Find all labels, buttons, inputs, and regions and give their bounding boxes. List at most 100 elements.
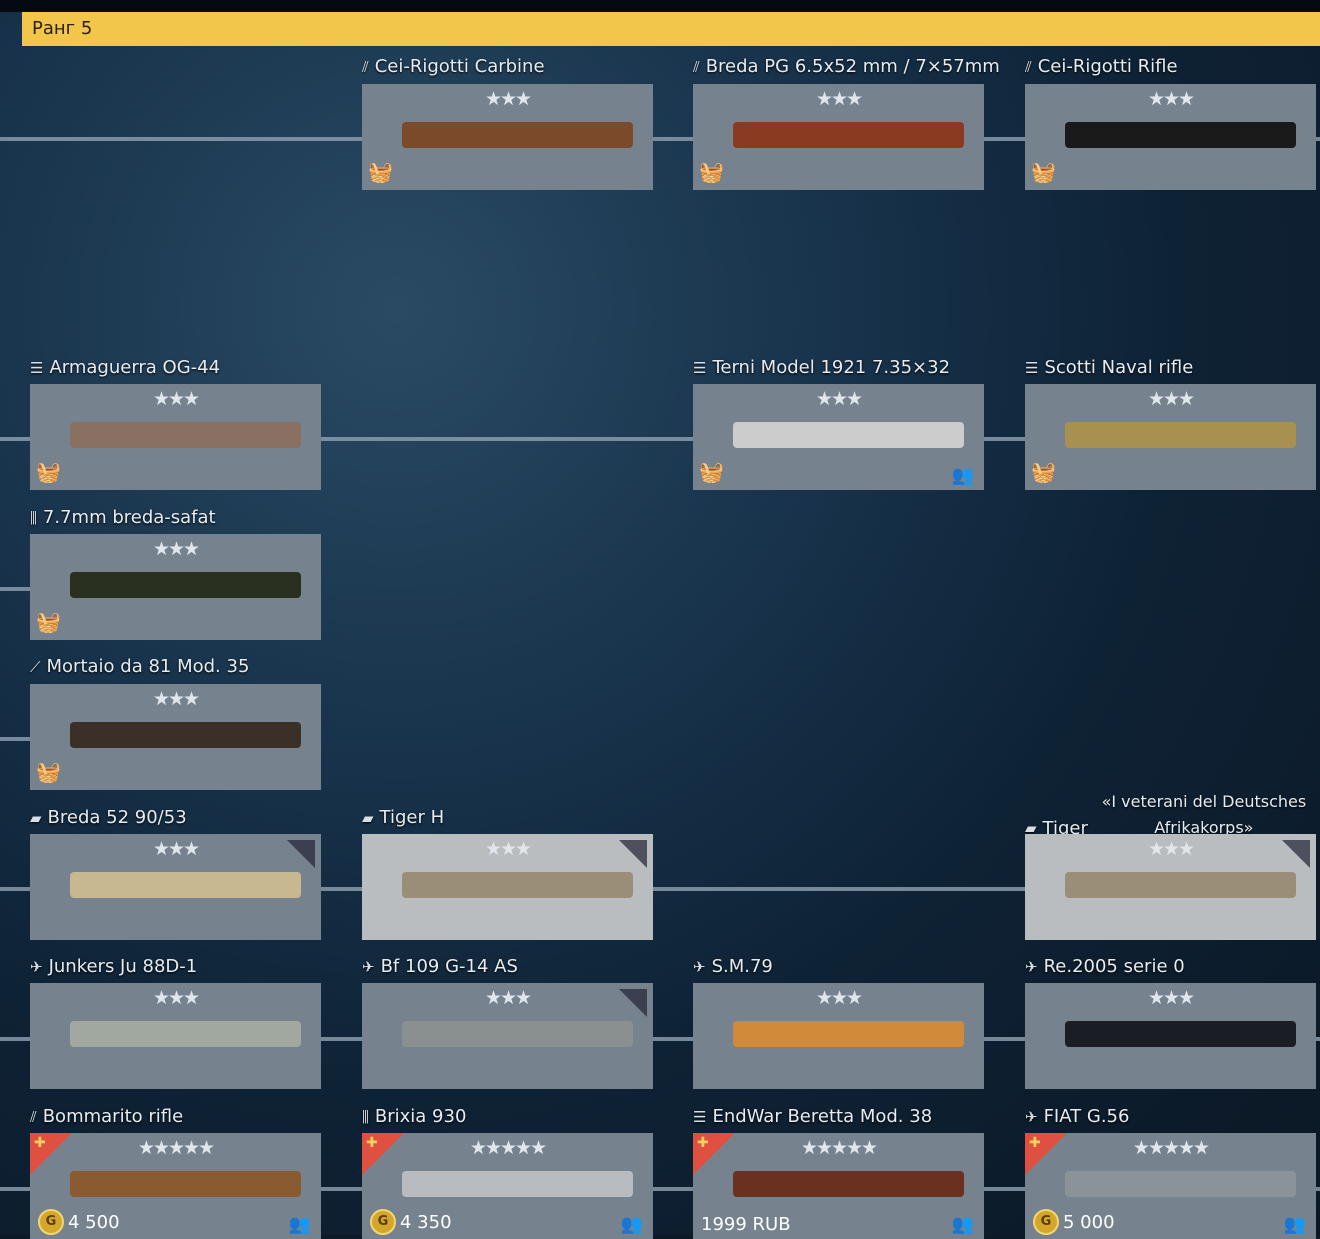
tier-stars: ★★★★★ <box>1132 1137 1210 1159</box>
item-label: ⫽Cei-Rigotti Rifle <box>1025 56 1178 77</box>
item-card[interactable]: ★★★ <box>30 983 321 1089</box>
basket-icon[interactable]: 🧺 <box>1031 460 1056 484</box>
item-name: Re.2005 serie 0 <box>1043 956 1185 977</box>
price-value: 5 000 <box>1063 1211 1115 1233</box>
item-card[interactable]: ★★★🧺 <box>362 84 653 190</box>
item-label: ⫼ Brixia 930 <box>362 1106 466 1127</box>
tier-stars: ★★★ <box>152 538 200 560</box>
item-label: ▰Breda 52 90/53 <box>30 807 187 828</box>
basket-icon[interactable]: 🧺 <box>1031 160 1056 184</box>
plane-icon: ✈ <box>693 957 706 976</box>
corner-triangle-icon <box>619 840 647 868</box>
basket-icon[interactable]: 🧺 <box>699 160 724 184</box>
item-image <box>733 122 964 148</box>
item-card[interactable]: ★★★ 🧺 <box>693 84 984 190</box>
tier-stars: ★★★ <box>152 838 200 860</box>
basket-icon[interactable]: 🧺 <box>36 760 61 784</box>
mg-icon: ⫼ <box>30 508 37 527</box>
price-value: 1999 RUB <box>701 1214 791 1235</box>
item-name: Junkers Ju 88D-1 <box>48 956 198 977</box>
price-value: 4 350 <box>400 1211 452 1233</box>
item-label: ✈Bf 109 G-14 AS <box>362 956 518 977</box>
tank-icon: ▰ <box>1025 819 1037 837</box>
item-card[interactable]: ★★★★★✚1999 RUB👥 <box>693 1133 984 1239</box>
smg-icon: ☰ <box>30 358 44 377</box>
item-label: ☰ Scotti Naval rifle <box>1025 357 1193 378</box>
item-card[interactable]: ★★★ <box>693 983 984 1089</box>
plane-icon: ✈ <box>1025 957 1038 976</box>
smg-icon: ☰ <box>1025 358 1039 377</box>
item-image <box>733 422 964 448</box>
item-card[interactable]: ★★★🧺 <box>1025 84 1316 190</box>
item-name: Tiger H <box>379 807 445 828</box>
premium-cross-icon: ✚ <box>366 1135 378 1151</box>
item-card[interactable]: ★★★ <box>1025 834 1316 940</box>
mg-icon: ⫼ <box>362 1107 369 1126</box>
premium-cross-icon: ✚ <box>697 1135 709 1151</box>
tree-connector <box>0 137 1320 141</box>
tier-stars: ★★★ <box>484 987 532 1009</box>
item-image <box>402 872 633 898</box>
item-label: ▰Tiger«I veterani del Deutsches Afrikako… <box>1025 792 1314 841</box>
premium-badge <box>693 1133 735 1175</box>
tree-connector <box>0 437 1025 441</box>
squad-icon: 👥 <box>620 1214 643 1235</box>
item-label: ⟋Mortaio da 81 Mod. 35 <box>30 656 249 677</box>
tier-stars: ★★★ <box>815 388 863 410</box>
item-name: Scotti Naval rifle <box>1044 357 1194 378</box>
plane-icon: ✈ <box>1025 1107 1038 1126</box>
item-image <box>402 122 633 148</box>
corner-triangle-icon <box>619 989 647 1017</box>
rifle-icon: ⫽ <box>1025 57 1032 76</box>
item-card[interactable]: ★★★ <box>362 983 653 1089</box>
basket-icon[interactable]: 🧺 <box>36 460 61 484</box>
squad-icon: 👥 <box>1283 1214 1306 1235</box>
item-label: ☰Terni Model 1921 7.35×32 <box>693 357 950 378</box>
rifle-icon: ⫽ <box>30 1107 37 1126</box>
item-name: S.M.79 <box>711 956 773 977</box>
item-card[interactable]: ★★★🧺 <box>1025 384 1316 490</box>
item-label: ⫼ 7.7mm breda-safat <box>30 507 216 528</box>
tier-stars: ★★★ <box>484 838 532 860</box>
item-image <box>402 1021 633 1047</box>
premium-badge <box>1025 1133 1067 1175</box>
item-card[interactable]: ★★★🧺👥 <box>693 384 984 490</box>
corner-triangle-icon <box>1282 840 1310 868</box>
item-image <box>402 1171 633 1197</box>
gold-coin-icon: G <box>38 1209 64 1235</box>
basket-icon[interactable]: 🧺 <box>699 460 724 484</box>
item-card[interactable]: ★★★🧺 <box>30 684 321 790</box>
corner-triangle-icon <box>287 840 315 868</box>
item-name: Breda PG 6.5x52 mm / 7×57mm <box>705 56 1000 77</box>
item-name: EndWar Beretta Mod. 38 <box>712 1106 933 1127</box>
item-image <box>1065 1021 1296 1047</box>
item-name: Armaguerra OG-44 <box>49 357 221 378</box>
item-card[interactable]: ★★★ <box>1025 983 1316 1089</box>
tier-stars: ★★★★★ <box>800 1137 878 1159</box>
premium-badge <box>30 1133 72 1175</box>
smg-icon: ☰ <box>693 358 707 377</box>
price: 1999 RUB <box>701 1214 791 1235</box>
basket-icon[interactable]: 🧺 <box>368 160 393 184</box>
item-card[interactable]: ★★★ <box>30 834 321 940</box>
item-name: Brixia 930 <box>374 1106 467 1127</box>
basket-icon[interactable]: 🧺 <box>36 610 61 634</box>
item-label: ⫽Breda PG 6.5x52 mm / 7×57mm <box>693 56 1000 77</box>
plane-icon: ✈ <box>30 957 43 976</box>
item-label: ✈ Re.2005 serie 0 <box>1025 956 1185 977</box>
squad-icon: 👥 <box>288 1214 311 1235</box>
item-card[interactable]: ★★★ 🧺 <box>30 534 321 640</box>
item-name: Bommarito rifle <box>42 1106 184 1127</box>
top-bar <box>0 0 1320 12</box>
item-name: 7.7mm breda-safat <box>42 507 216 528</box>
item-card[interactable]: ★★★ <box>362 834 653 940</box>
item-image <box>70 572 301 598</box>
item-image <box>733 1021 964 1047</box>
tier-stars: ★★★ <box>815 88 863 110</box>
item-card[interactable]: ★★★🧺 <box>30 384 321 490</box>
